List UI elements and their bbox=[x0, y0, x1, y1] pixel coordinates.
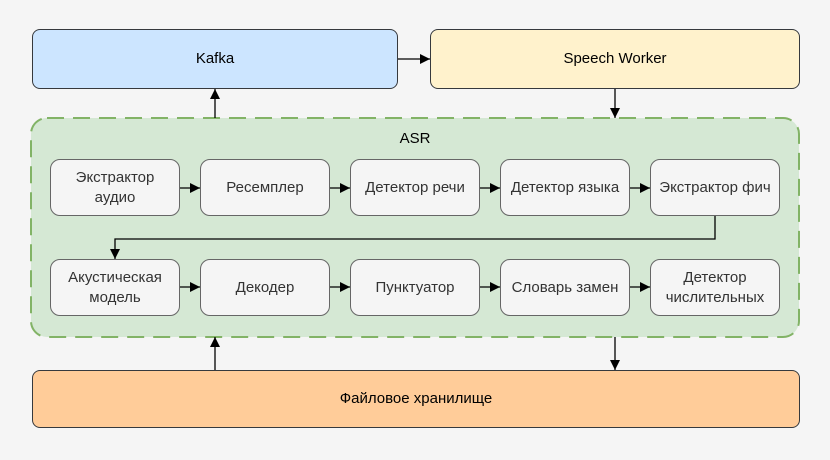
edge-feature-extractor-to-acoustic-model bbox=[110, 216, 716, 259]
node-decoder: Декодер bbox=[200, 259, 330, 316]
node-kafka: Kafka bbox=[32, 29, 398, 89]
node-replacement-dictionary-label: Словарь замен bbox=[511, 278, 619, 296]
node-resampler-label: Ресемплер bbox=[226, 178, 304, 196]
node-speech-worker: Speech Worker bbox=[430, 29, 800, 89]
node-file-storage-label: Файловое хранилище bbox=[339, 390, 493, 407]
node-extractor-audio-label: Экстрактор аудио bbox=[75, 168, 155, 206]
node-punctuator: Пунктуатор bbox=[350, 259, 480, 316]
node-numeral-detector-label: Детектор числительных bbox=[665, 268, 765, 306]
node-numeral-detector: Детектор числительных bbox=[650, 259, 780, 316]
node-kafka-label: Kafka bbox=[195, 50, 235, 67]
node-speech-detector: Детектор речи bbox=[350, 159, 480, 216]
node-resampler: Ресемплер bbox=[200, 159, 330, 216]
node-speech-detector-label: Детектор речи bbox=[365, 178, 465, 196]
asr-group-label: ASR bbox=[399, 130, 431, 147]
node-acoustic-model: Акустическая модель bbox=[50, 259, 180, 316]
node-punctuator-label: Пунктуатор bbox=[375, 278, 455, 296]
node-file-storage: Файловое хранилище bbox=[32, 370, 800, 428]
node-decoder-label: Декодер bbox=[235, 278, 295, 296]
node-replacement-dictionary: Словарь замен bbox=[500, 259, 630, 316]
node-feature-extractor: Экстрактор фич bbox=[650, 159, 780, 216]
node-extractor-audio: Экстрактор аудио bbox=[50, 159, 180, 216]
node-acoustic-model-label: Акустическая модель bbox=[68, 268, 162, 306]
node-language-detector: Детектор языка bbox=[500, 159, 630, 216]
node-language-detector-label: Детектор языка bbox=[510, 178, 620, 196]
node-speech-worker-label: Speech Worker bbox=[563, 50, 667, 67]
node-feature-extractor-label: Экстрактор фич bbox=[659, 178, 771, 196]
